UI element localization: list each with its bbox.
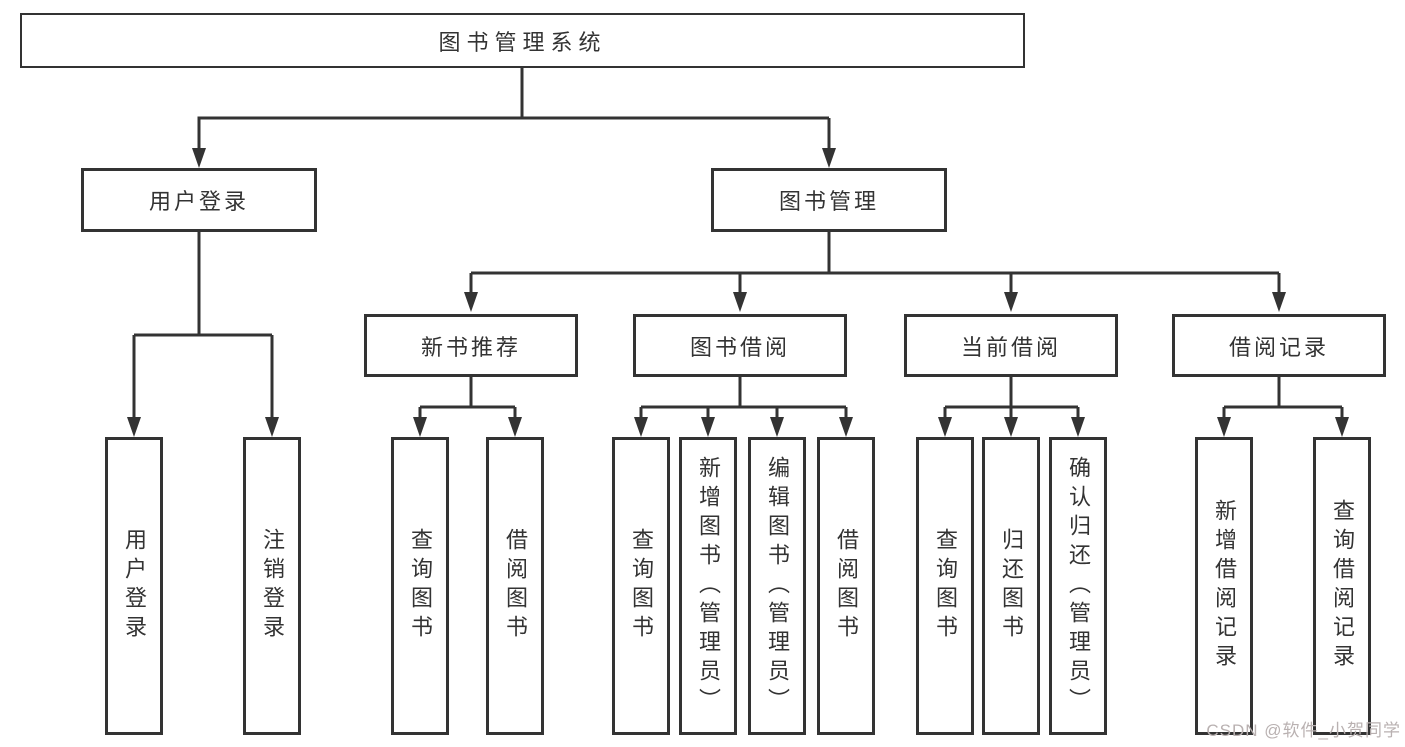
node-library-management-system: 图书管理系统 <box>20 13 1025 68</box>
connector-new-book-rec-to-leaves <box>413 377 522 437</box>
node-label: 注销登录 <box>260 528 285 644</box>
node-label: 当前借阅 <box>960 334 1061 360</box>
node-book-borrowing: 图书借阅 <box>633 314 847 377</box>
node-leaf-user-login: 用户登录 <box>105 437 163 735</box>
node-borrowing-records: 借阅记录 <box>1172 314 1386 377</box>
node-label: 用户登录 <box>148 189 249 214</box>
node-label: 查询图书 <box>408 528 433 644</box>
node-leaf-logout: 注销登录 <box>243 437 301 735</box>
node-label: 图书管理系统 <box>438 29 607 55</box>
node-leaf-return-books: 归还图书 <box>982 437 1040 735</box>
node-leaf-add-books-admin: 新增图书（管理员） <box>679 437 737 735</box>
node-label: 新增借阅记录 <box>1212 499 1237 673</box>
node-label: 编辑图书（管理员） <box>765 455 790 717</box>
node-label: 用户登录 <box>122 528 147 644</box>
node-label: 新增图书（管理员） <box>696 455 721 717</box>
node-leaf-confirm-return-admin: 确认归还（管理员） <box>1049 437 1107 735</box>
node-label: 归还图书 <box>999 528 1024 644</box>
node-leaf-borrow-books-2: 借阅图书 <box>817 437 875 735</box>
connector-book-borrow-to-leaves <box>634 377 853 437</box>
node-new-book-recommend: 新书推荐 <box>364 314 578 377</box>
node-label: 查询借阅记录 <box>1330 499 1355 673</box>
node-user-login: 用户登录 <box>81 168 317 232</box>
node-label: 查询图书 <box>629 528 654 644</box>
connector-current-borrow-to-leaves <box>938 377 1085 437</box>
node-label: 查询图书 <box>933 528 958 644</box>
node-leaf-borrow-books-1: 借阅图书 <box>486 437 544 735</box>
connector-root-to-level2 <box>192 68 836 168</box>
node-leaf-add-borrow-record: 新增借阅记录 <box>1195 437 1253 735</box>
node-label: 确认归还（管理员） <box>1066 455 1091 717</box>
connector-borrow-records-to-leaves <box>1217 377 1349 437</box>
node-leaf-query-books-1: 查询图书 <box>391 437 449 735</box>
node-leaf-edit-books-admin: 编辑图书（管理员） <box>748 437 806 735</box>
node-label: 借阅图书 <box>503 528 528 644</box>
node-label: 图书管理 <box>778 189 879 214</box>
node-book-management: 图书管理 <box>711 168 947 232</box>
node-label: 图书借阅 <box>689 334 790 360</box>
node-leaf-query-books-3: 查询图书 <box>916 437 974 735</box>
connector-user-login-to-leaves <box>127 232 279 437</box>
node-leaf-query-borrow-record: 查询借阅记录 <box>1313 437 1371 735</box>
node-leaf-query-books-2: 查询图书 <box>612 437 670 735</box>
node-label: 借阅图书 <box>834 528 859 644</box>
node-label: 新书推荐 <box>420 334 521 360</box>
watermark: CSDN @软件_小贺同学 <box>1206 721 1401 740</box>
connector-book-mgmt-to-level3 <box>464 232 1286 312</box>
node-current-borrowing: 当前借阅 <box>904 314 1118 377</box>
node-label: 借阅记录 <box>1228 334 1329 360</box>
